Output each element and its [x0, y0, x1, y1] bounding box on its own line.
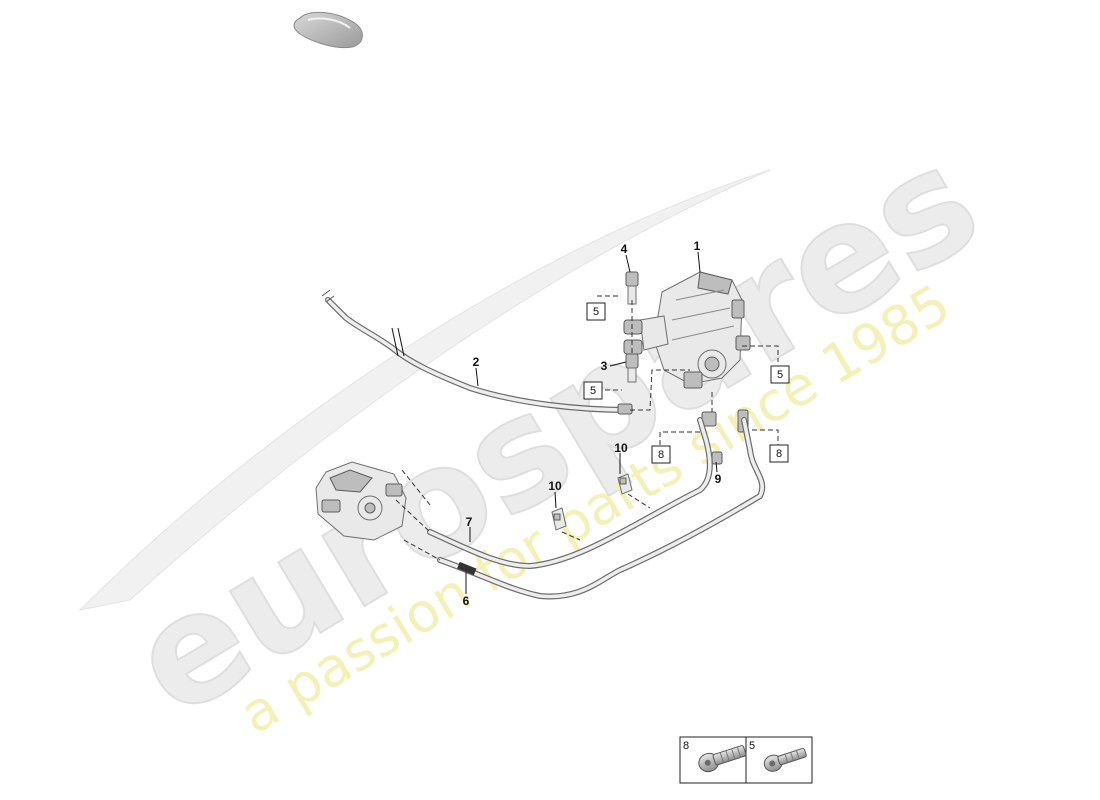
- callout-1: 1: [694, 239, 701, 253]
- ref-box-label: 5: [777, 369, 783, 381]
- ref-box-label: 5: [593, 306, 599, 318]
- legend-cell-5-label: 5: [749, 740, 755, 752]
- ref-box-label: 8: [776, 448, 782, 460]
- callout-labels: 1 2 3 4 6 7 9 10 10: [463, 239, 722, 608]
- ref-box-5-top: 5: [586, 302, 606, 321]
- part-10-clip-lower: [551, 507, 567, 531]
- part-4-fitting: [625, 271, 639, 305]
- callout-10-upper: 10: [614, 441, 628, 455]
- callout-2: 2: [473, 355, 480, 369]
- ref-box-label: 5: [590, 385, 596, 397]
- lower-component: [315, 461, 407, 541]
- assembly-lines: [395, 295, 779, 561]
- callout-4: 4: [621, 242, 628, 256]
- watermark: eurospares a passion for parts since 198…: [78, 112, 1007, 752]
- callout-9: 9: [715, 472, 722, 486]
- ref-box-8-left: 8: [651, 445, 671, 464]
- legend-cell-8-label: 8: [683, 740, 689, 752]
- watermark-word: eurospares: [104, 113, 1007, 751]
- ref-box-5-middle: 5: [583, 381, 603, 400]
- bolt-icon: [698, 745, 747, 773]
- callout-10-lower: 10: [548, 479, 562, 493]
- ref-box-5-right: 5: [770, 365, 790, 384]
- ref-box-label: 8: [658, 449, 664, 461]
- leader-lines: [465, 251, 718, 594]
- part-3-fitting: [625, 353, 639, 383]
- callout-3: 3: [601, 359, 608, 373]
- fastener-legend: 8 5: [679, 736, 813, 784]
- watermark-swoosh: [78, 169, 771, 611]
- car-silhouette-icon: [293, 11, 363, 49]
- ref-box-8-right: 8: [769, 444, 789, 463]
- bolt-icon: [763, 747, 807, 772]
- callout-6: 6: [463, 594, 470, 608]
- part-1-assembly: [623, 271, 751, 389]
- callout-7: 7: [466, 515, 473, 529]
- part-10-clip-upper: [617, 473, 633, 495]
- part-6-pipe: [437, 417, 766, 600]
- part-7-pipe: [427, 417, 713, 569]
- part-2-line: [321, 289, 633, 415]
